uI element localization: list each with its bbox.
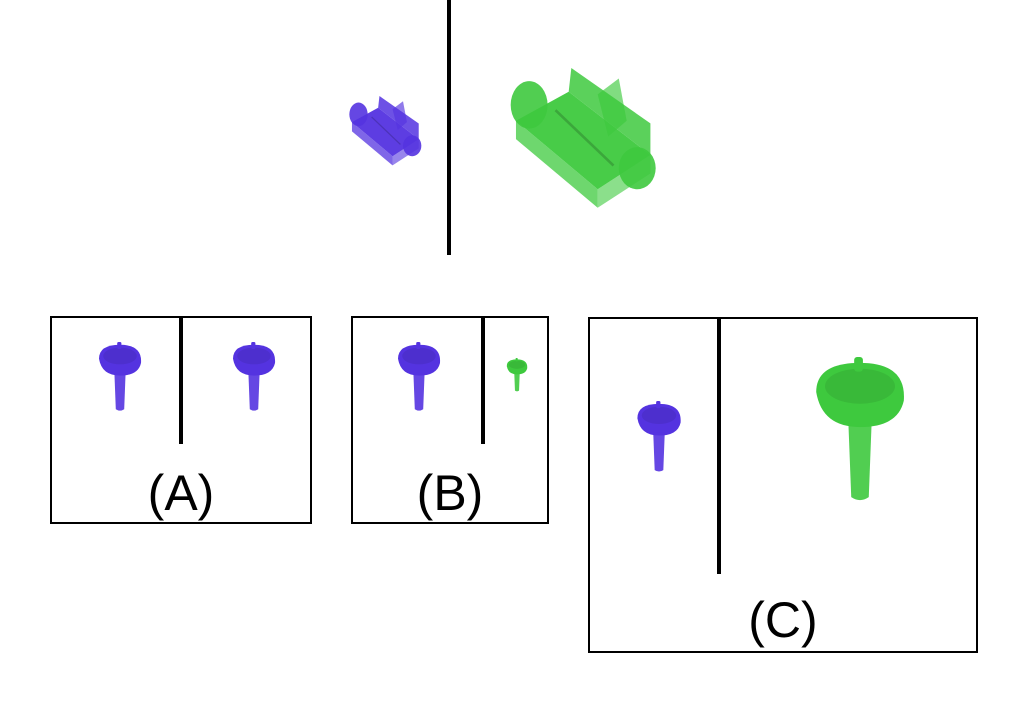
option-label: (B) bbox=[416, 465, 484, 521]
blue-sink-icon bbox=[637, 401, 681, 472]
green-sofa-icon bbox=[509, 66, 658, 210]
green-sink-icon bbox=[816, 357, 904, 501]
blue-sink-icon bbox=[398, 342, 441, 411]
blue-sink-icon bbox=[233, 342, 276, 411]
option-b-panel[interactable]: (B) bbox=[351, 316, 549, 524]
blue-sink-icon bbox=[99, 342, 142, 411]
option-a-panel[interactable]: (A) bbox=[50, 316, 312, 524]
option-label: (C) bbox=[748, 592, 818, 648]
option-a-divider bbox=[179, 318, 183, 444]
green-sink-icon bbox=[506, 358, 528, 392]
option-c-panel[interactable]: (C) bbox=[588, 317, 978, 653]
prompt-divider bbox=[447, 0, 451, 255]
option-c-divider bbox=[717, 319, 721, 574]
option-b-divider bbox=[481, 318, 485, 444]
blue-sofa-icon bbox=[348, 95, 423, 167]
option-label: (A) bbox=[147, 465, 215, 521]
